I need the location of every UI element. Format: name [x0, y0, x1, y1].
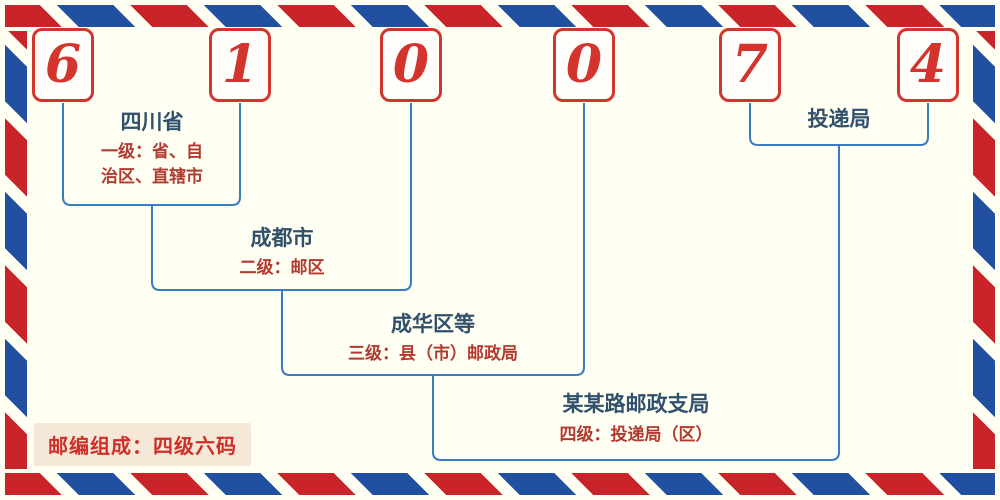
level1-region-name: 四川省	[120, 110, 184, 134]
level3-region-name: 成华区等	[391, 312, 475, 336]
level2-region-name: 成都市	[250, 226, 314, 250]
level3-desc: 三级：县（市）邮政局	[348, 344, 518, 365]
level1-desc-line1: 一级：省、自	[101, 142, 203, 163]
composition-badge: 邮编组成：四级六码	[34, 423, 251, 466]
envelope-stripe-bottom	[5, 473, 995, 495]
digit-1: 6	[44, 34, 82, 95]
envelope-stripe-right	[973, 31, 995, 469]
digit-4: 0	[565, 34, 603, 95]
level4-desc: 四级：投递局（区）	[559, 425, 713, 446]
label-delivery-office: 投递局	[769, 107, 909, 137]
digit-box-2: 1	[209, 28, 271, 102]
digit-box-5: 7	[719, 28, 781, 102]
digit-box-6: 4	[897, 28, 959, 102]
envelope-stripe-left	[5, 31, 27, 469]
digit-5: 7	[731, 34, 769, 95]
label-level2: 成都市 二级：邮区	[192, 226, 372, 281]
digit-6: 4	[909, 34, 947, 95]
digit-3: 0	[392, 34, 430, 95]
delivery-office-name: 投递局	[807, 107, 871, 131]
label-level4: 某某路邮政支局 四级：投递局（区）	[486, 392, 786, 448]
digit-box-3: 0	[380, 28, 442, 102]
level4-region-name: 某某路邮政支局	[562, 392, 710, 416]
label-level3: 成华区等 三级：县（市）邮政局	[308, 312, 558, 367]
digit-box-1: 6	[32, 28, 94, 102]
envelope-stripe-top	[5, 5, 995, 27]
digit-box-4: 0	[553, 28, 615, 102]
level1-desc-line2: 治区、直辖市	[101, 166, 203, 187]
digit-2: 1	[221, 34, 259, 95]
label-level1: 四川省 一级：省、自 治区、直辖市	[62, 110, 242, 189]
level2-desc: 二级：邮区	[239, 258, 325, 279]
